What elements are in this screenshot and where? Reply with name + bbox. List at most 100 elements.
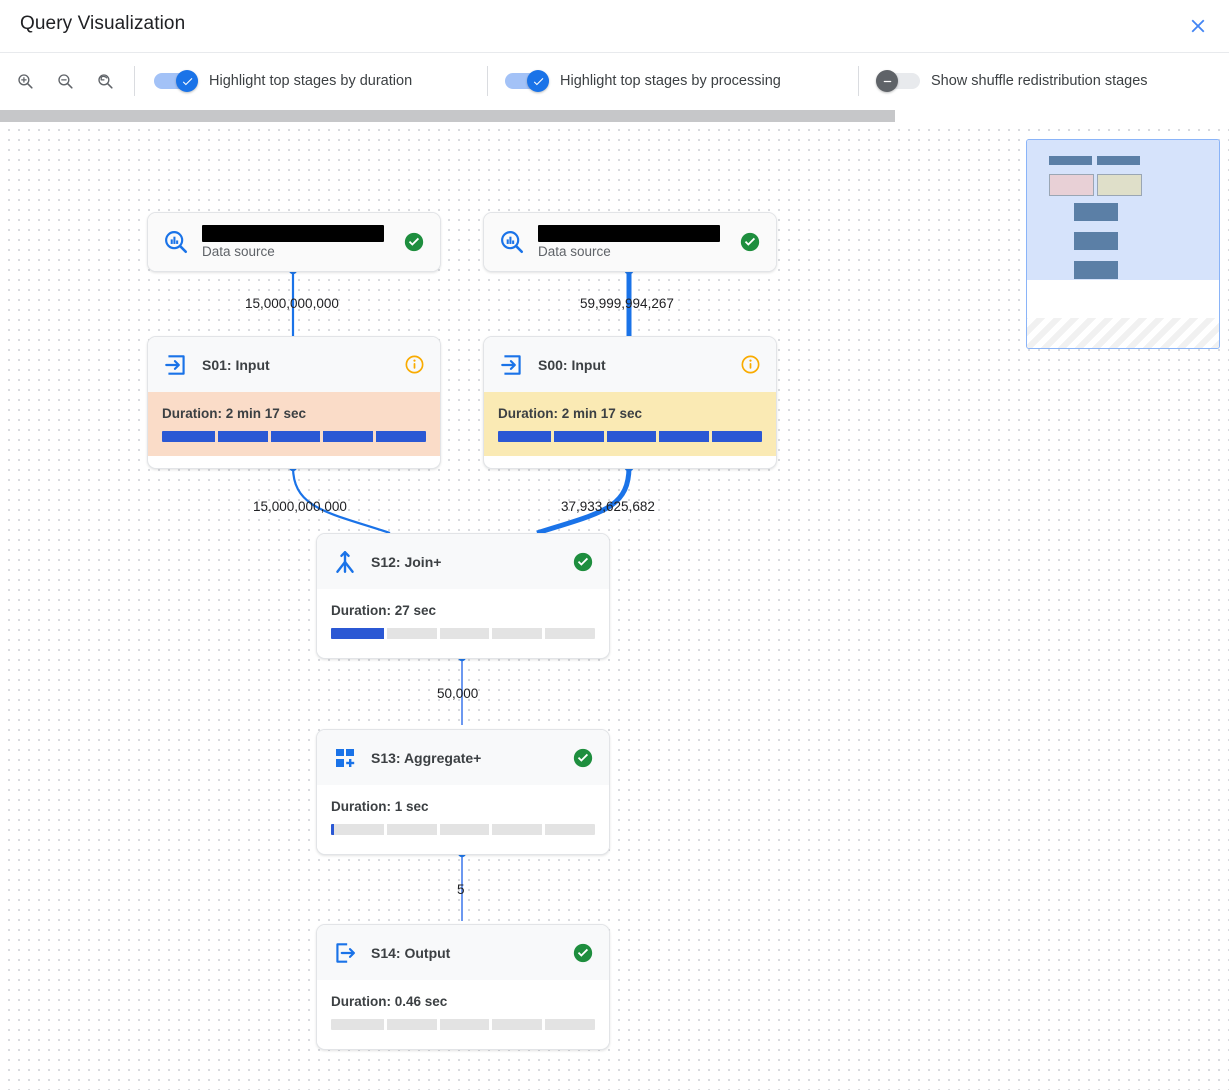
- node-subtitle: Data source: [202, 244, 275, 259]
- progress-separator: [436, 824, 440, 835]
- node-duration-label: Duration: 1 sec: [331, 799, 429, 814]
- visualization-toolbar: Highlight top stages by duration Highlig…: [0, 52, 1229, 110]
- aggregate-squares-icon: [331, 744, 359, 772]
- node-subtitle: Data source: [538, 244, 611, 259]
- node-title-block: Data source: [202, 225, 402, 259]
- progress-separator: [542, 628, 546, 639]
- input-arrow-icon: [162, 351, 190, 379]
- minimap-node: [1074, 232, 1118, 250]
- node-s00-input[interactable]: S00: Input Duration: 2 min 17 sec: [483, 336, 777, 469]
- progress-separator: [373, 431, 377, 442]
- toggle-group-processing: Highlight top stages by processing: [505, 53, 781, 109]
- edge-label-s00-to-s12: 37,933,625,682: [561, 499, 655, 514]
- progress-separator: [436, 1019, 440, 1030]
- minimap-node-highlight-peach: [1049, 174, 1094, 196]
- node-title: S01: Input: [202, 356, 270, 373]
- check-circle-icon: [404, 232, 424, 252]
- progress-separator: [656, 431, 660, 442]
- node-duration-progress: [331, 1019, 595, 1030]
- progress-separator: [267, 431, 271, 442]
- node-header: S01: Input: [148, 337, 440, 392]
- node-duration-progress: [331, 628, 595, 639]
- node-title: S12: Join+: [371, 553, 442, 570]
- toggle-show-shuffle-stages[interactable]: [876, 70, 920, 92]
- status-badge-success: [571, 746, 595, 770]
- progress-fill: [331, 628, 387, 639]
- node-title-block: S14: Output: [371, 945, 571, 961]
- progress-separator: [489, 824, 493, 835]
- page-title: Query Visualization: [20, 13, 186, 34]
- progress-separator: [603, 431, 607, 442]
- zoom-out-button[interactable]: [50, 66, 80, 96]
- close-button[interactable]: [1181, 9, 1215, 43]
- toggle-group-shuffle: Show shuffle redistribution stages: [876, 53, 1148, 109]
- toolbar-divider-1: [134, 66, 135, 96]
- node-s13-aggregate[interactable]: S13: Aggregate+ Duration: 1 sec: [316, 729, 610, 855]
- check-circle-icon: [573, 552, 593, 571]
- progress-separator: [542, 824, 546, 835]
- toggle-group-duration: Highlight top stages by duration: [154, 53, 412, 109]
- graph-canvas[interactable]: 15,000,000,000 59,999,994,267 15,000,000…: [0, 109, 1229, 1090]
- minimap-offscreen-hatch: [1027, 318, 1219, 348]
- graph-minimap[interactable]: [1026, 139, 1220, 349]
- check-icon: [182, 77, 192, 85]
- toggle-label-highlight-processing: Highlight top stages by processing: [560, 73, 781, 89]
- minimap-node: [1074, 261, 1118, 279]
- node-title-redacted: [538, 225, 720, 242]
- zoom-controls: [10, 53, 120, 109]
- node-duration-section: Duration: 2 min 17 sec: [148, 392, 440, 456]
- toggle-highlight-processing[interactable]: [505, 70, 549, 92]
- progress-fill: [498, 431, 762, 442]
- zoom-in-button[interactable]: [10, 66, 40, 96]
- node-s14-output[interactable]: S14: Output Duration: 0.46 sec: [316, 924, 610, 1050]
- node-data-source-right[interactable]: Data source: [483, 212, 777, 272]
- toggle-label-highlight-duration: Highlight top stages by duration: [209, 73, 413, 89]
- progress-separator: [436, 628, 440, 639]
- minimap-node: [1074, 203, 1118, 221]
- switch-knob: [176, 70, 198, 92]
- data-source-search-icon: [498, 228, 526, 256]
- toggle-label-show-shuffle-stages: Show shuffle redistribution stages: [931, 73, 1148, 89]
- check-circle-icon: [573, 748, 593, 767]
- node-title-block: S12: Join+: [371, 554, 571, 570]
- dialog-titlebar: Query Visualization: [0, 0, 1229, 52]
- input-arrow-icon: [498, 351, 526, 379]
- switch-knob: [876, 70, 898, 92]
- node-header: Data source: [148, 213, 440, 271]
- node-header: S14: Output: [317, 925, 609, 980]
- progress-separator: [214, 431, 218, 442]
- node-duration-label: Duration: 2 min 17 sec: [162, 406, 307, 421]
- progress-separator: [489, 1019, 493, 1030]
- canvas-hscrollbar-thumb[interactable]: [0, 110, 895, 122]
- progress-separator: [709, 431, 713, 442]
- status-badge-success: [571, 941, 595, 965]
- output-arrow-icon: [331, 939, 359, 967]
- status-badge-success: [738, 230, 762, 254]
- node-header: S12: Join+: [317, 534, 609, 589]
- edge-label-s01-to-s12: 15,000,000,000: [253, 499, 347, 514]
- status-badge-info[interactable]: [402, 353, 426, 377]
- edge-label-s12-to-s13: 50,000: [437, 686, 479, 701]
- progress-separator: [542, 1019, 546, 1030]
- toolbar-divider-2: [487, 66, 488, 96]
- edge-label-ds-right-to-s00: 59,999,994,267: [580, 296, 674, 311]
- data-source-search-icon: [162, 228, 190, 256]
- node-duration-section: Duration: 27 sec: [317, 589, 609, 653]
- node-data-source-left[interactable]: Data source: [147, 212, 441, 272]
- node-header: S13: Aggregate+: [317, 730, 609, 785]
- progress-separator: [383, 824, 387, 835]
- zoom-reset-button[interactable]: [90, 66, 120, 96]
- node-s12-join[interactable]: S12: Join+ Duration: 27 sec: [316, 533, 610, 659]
- node-s01-input[interactable]: S01: Input Duration: 2 min 17 sec: [147, 336, 441, 469]
- minimap-node: [1049, 156, 1092, 165]
- minimap-node: [1097, 156, 1140, 165]
- zoom-in-icon: [17, 73, 33, 89]
- node-title: S13: Aggregate+: [371, 749, 482, 766]
- progress-separator: [383, 628, 387, 639]
- check-circle-icon: [573, 943, 593, 962]
- node-duration-progress: [498, 431, 762, 442]
- toggle-highlight-duration[interactable]: [154, 70, 198, 92]
- status-badge-success: [402, 230, 426, 254]
- status-badge-info[interactable]: [738, 353, 762, 377]
